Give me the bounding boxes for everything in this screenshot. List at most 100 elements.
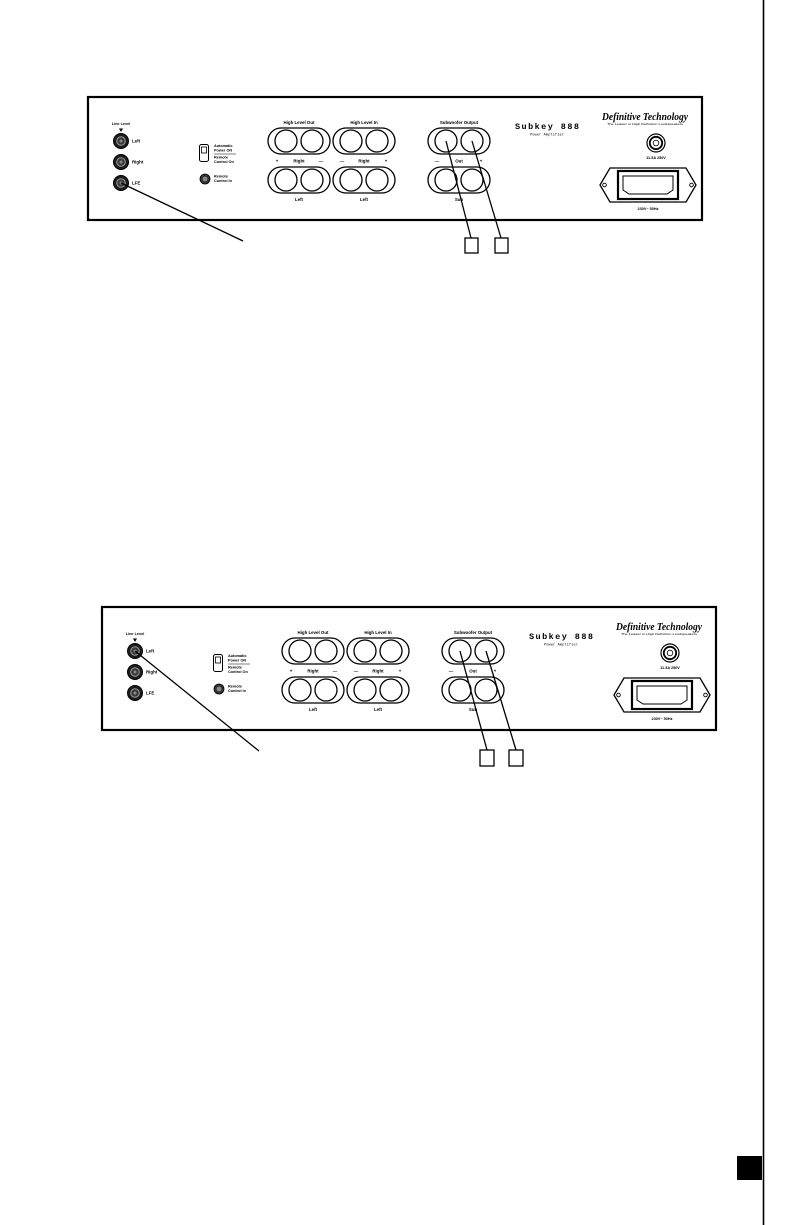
binding-post [353,639,377,663]
jack-label-lfe: LFE [146,691,154,696]
model-subtitle: Power Amplifier [530,133,564,138]
terminal-group-title: High Level In [350,120,378,125]
binding-post [379,678,403,702]
channel-label-bottom: Sub [469,707,478,712]
rear-panel-bottom: Line Level Left Right LFE Automatic Powe… [100,605,718,732]
jack-label-left: Left [146,649,155,654]
callout-box-1 [464,237,479,254]
channel-label-bottom: Left [295,197,304,202]
terminal-group-title: High Level Out [284,120,316,125]
terminal-group-high-level-in: High Level In — Right + Left [346,630,410,712]
binding-post [314,639,338,663]
model-name: Subkey 888 [515,122,579,132]
callout-line-jack [120,182,244,242]
power-mode-switch [199,144,209,162]
terminal-group-title: High Level In [364,630,392,635]
remote-jack [213,683,225,695]
channel-label: Out [469,669,477,674]
terminal-group-title: High Level Out [298,630,330,635]
channel-label: Out [455,159,463,164]
channel-label-bottom: Sub [455,197,464,202]
callout-line-output-2 [471,140,502,239]
callout-box-1 [479,749,495,767]
callout-line-output-1 [459,650,488,751]
power-inlet-label: 230V~ 50Hz [637,207,658,211]
terminal-group-high-level-out: High Level Out + Right — Left [267,120,331,202]
binding-post [434,168,458,192]
terminal-group-high-level-out: High Level Out + Right — Left [281,630,345,712]
binding-post [365,129,389,153]
callout-box-2 [508,749,524,767]
binding-post [300,168,324,192]
binding-post [274,168,298,192]
fuse-holder [646,133,666,153]
input-arrow-icon [133,638,137,642]
binding-post [474,678,498,702]
binding-post [365,168,389,192]
switch-label-lower-1: Remote [228,666,242,670]
switch-label-upper-1: Automatic [228,654,247,658]
channel-label: Right [307,669,319,674]
line-level-title: Line Level [112,122,131,126]
switch-label-lower-2: Control On [228,670,249,674]
callout-line-output-1 [445,140,472,239]
model-subtitle: Power Amplifier [544,643,578,648]
remote-jack-label-1: Remote [228,685,242,689]
polarity-left: — [435,159,440,164]
power-inlet [599,167,697,203]
binding-post [339,129,363,153]
callout-line-jack [134,650,260,752]
channel-label-bottom: Left [309,707,318,712]
polarity-left: + [290,669,293,674]
binding-post [274,129,298,153]
brand-logo: Definitive Technology [601,112,688,123]
binding-post [314,678,338,702]
polarity-left: — [354,669,359,674]
terminal-group-high-level-in: High Level In — Right + Left [332,120,396,202]
jack-label-right: Right [146,670,158,675]
remote-jack [199,173,211,185]
rca-jack-lfe [127,685,143,701]
jack-label-left: Left [132,139,141,144]
model-name: Subkey 888 [529,632,593,642]
fuse-label: 11.5A 250V [646,156,666,160]
remote-jack-label-2: Control In [228,689,247,693]
remote-jack-label-2: Control In [214,179,233,183]
binding-post [353,678,377,702]
polarity-right: + [494,669,497,674]
binding-post [460,168,484,192]
terminal-group-title: Subwoofer Output [454,630,493,635]
terminal-group-title: Subwoofer Output [440,120,479,125]
switch-label-upper-2: Power ON [228,659,246,663]
callouts-top [120,140,509,254]
switch-label-lower-2: Control On [214,160,235,164]
rca-jack-right [113,154,129,170]
switch-label-upper-2: Power ON [214,149,232,153]
callouts-bottom [134,650,524,767]
panel-outline [86,95,704,222]
fuse-holder [660,643,680,663]
channel-label-bottom: Left [360,197,369,202]
power-inlet-label: 230V~ 50Hz [651,717,672,721]
line-level-title: Line Level [126,632,145,636]
jack-label-right: Right [132,160,144,165]
polarity-left: — [449,669,454,674]
channel-label: Right [293,159,305,164]
binding-post [379,639,403,663]
rca-jack-right [127,664,143,680]
channel-label: Right [358,159,370,164]
brand-tagline: The Leader in High Definition Loudspeake… [621,632,698,636]
panel-outline [100,605,718,732]
binding-post [288,678,312,702]
binding-post [300,129,324,153]
callout-line-output-2 [485,650,517,751]
page-tab-marker [737,1156,762,1180]
channel-label-bottom: Left [374,707,383,712]
jack-label-lfe: LFE [132,181,140,186]
binding-post [448,678,472,702]
channel-label: Right [372,669,384,674]
polarity-right: + [385,159,388,164]
binding-post [288,639,312,663]
callout-box-2 [494,237,509,254]
